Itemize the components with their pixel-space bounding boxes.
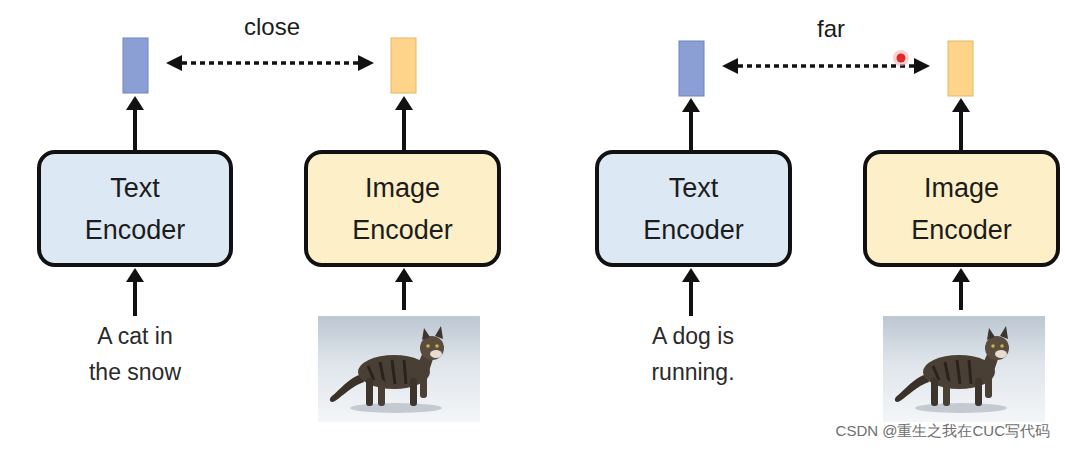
encoder-box: Image Encoder bbox=[863, 150, 1060, 267]
encoder-name: Image Encoder bbox=[892, 167, 1032, 251]
image-embedding-vector bbox=[391, 38, 416, 93]
similarity-label: close bbox=[212, 12, 332, 42]
watermark: CSDN @重生之我在CUC写代码 bbox=[690, 421, 1050, 441]
image-embedding-vector bbox=[948, 41, 973, 96]
text-embedding-vector bbox=[679, 41, 704, 96]
output-arrows bbox=[126, 96, 970, 150]
similarity-arrow bbox=[166, 55, 374, 71]
encoder-box: Image Encoder bbox=[304, 150, 501, 267]
similarity-label: far bbox=[771, 14, 891, 44]
input-caption: A dog is running. bbox=[637, 318, 749, 390]
cursor-dot bbox=[893, 50, 909, 66]
encoder-box: Text Encoder bbox=[37, 150, 233, 267]
input-arrows bbox=[126, 268, 970, 316]
cat-photo bbox=[318, 316, 480, 422]
text-embedding-vector bbox=[123, 38, 148, 93]
encoder-box: Text Encoder bbox=[595, 150, 792, 267]
encoder-name: Text Encoder bbox=[65, 167, 205, 251]
input-caption: A cat in the snow bbox=[79, 318, 191, 390]
cat-photo bbox=[883, 316, 1045, 422]
encoder-name: Image Encoder bbox=[333, 167, 473, 251]
encoder-name: Text Encoder bbox=[624, 167, 764, 251]
